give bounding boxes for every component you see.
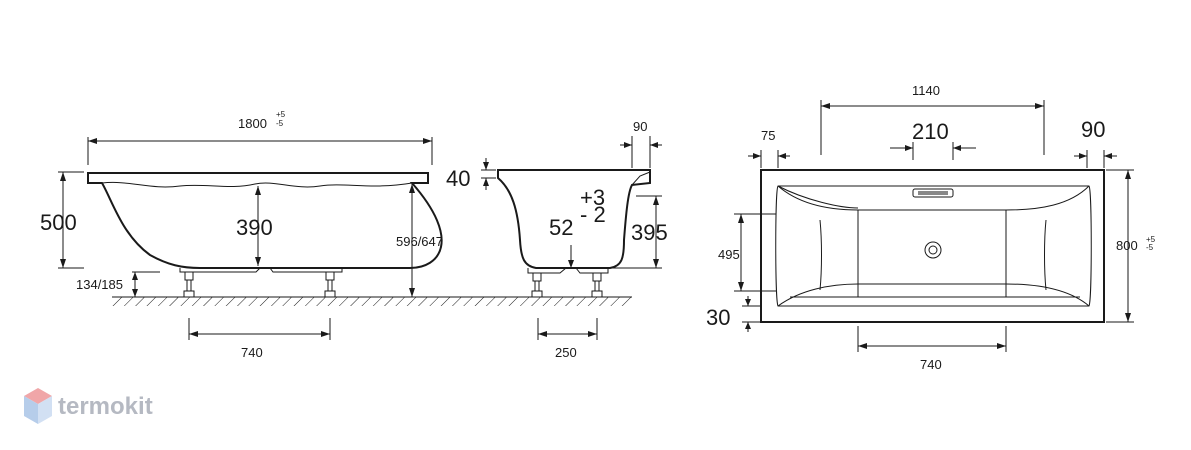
dim-inner-length: 1140: [912, 83, 940, 98]
cube-icon: [24, 388, 52, 424]
dim-inner-depth: 390: [236, 215, 273, 240]
side-tub-rim-line: [101, 181, 413, 188]
side-tub-outline: [87, 172, 443, 269]
dim-end-depth: 395: [631, 220, 668, 245]
dim-width-tol-minus: -5: [1146, 243, 1154, 252]
dim-right-rim: 90: [1081, 117, 1105, 142]
dim-width-tol-plus: +5: [1146, 235, 1156, 244]
dim-end-leg-spacing: 250: [555, 345, 577, 360]
dim-total-height: 500: [40, 210, 77, 235]
dim-bottom: 52: [549, 215, 573, 240]
brand-logo: termokit: [24, 388, 153, 424]
dim-length: 1800: [238, 116, 267, 131]
end-leg-left: [531, 272, 543, 298]
side-base-plate: [179, 267, 343, 273]
floor-hatch: [112, 297, 632, 306]
dim-leg-height: 134/185: [76, 277, 123, 292]
dim-overflow-height: 596/647: [396, 234, 443, 249]
dim-bottom-tol-plus: +3: [580, 185, 605, 210]
side-leg-left: [183, 271, 195, 298]
dim-bottom-tol-minus: - 2: [580, 202, 606, 227]
dim-length-tol-plus: +5: [276, 110, 286, 119]
brand-name: termokit: [58, 393, 153, 420]
side-view: 1800 +5 -5 500 390 134/185 596/647 740: [40, 110, 632, 360]
side-leg-right: [324, 271, 336, 298]
dim-rim-width: 90: [633, 119, 647, 134]
end-tub-outline: [497, 169, 651, 269]
dim-width: 800: [1116, 238, 1138, 253]
end-leg-right: [591, 272, 603, 298]
end-tub-rim-detail: [631, 171, 651, 186]
dim-left-rim: 75: [761, 128, 775, 143]
dim-edge-offset: 30: [706, 305, 730, 330]
dim-side-leg-spacing: 740: [241, 345, 263, 360]
end-view: 90 40 395 52 +3 - 2 250: [446, 119, 668, 360]
dim-top-leg-spacing: 740: [920, 357, 942, 372]
top-view: 1140 75 210 90 800 +5 -5: [706, 83, 1156, 372]
dim-rim-thickness: 40: [446, 166, 470, 191]
dim-length-tol-minus: -5: [276, 119, 284, 128]
dim-drain: 210: [912, 119, 949, 144]
dim-inner-width: 495: [718, 247, 740, 262]
